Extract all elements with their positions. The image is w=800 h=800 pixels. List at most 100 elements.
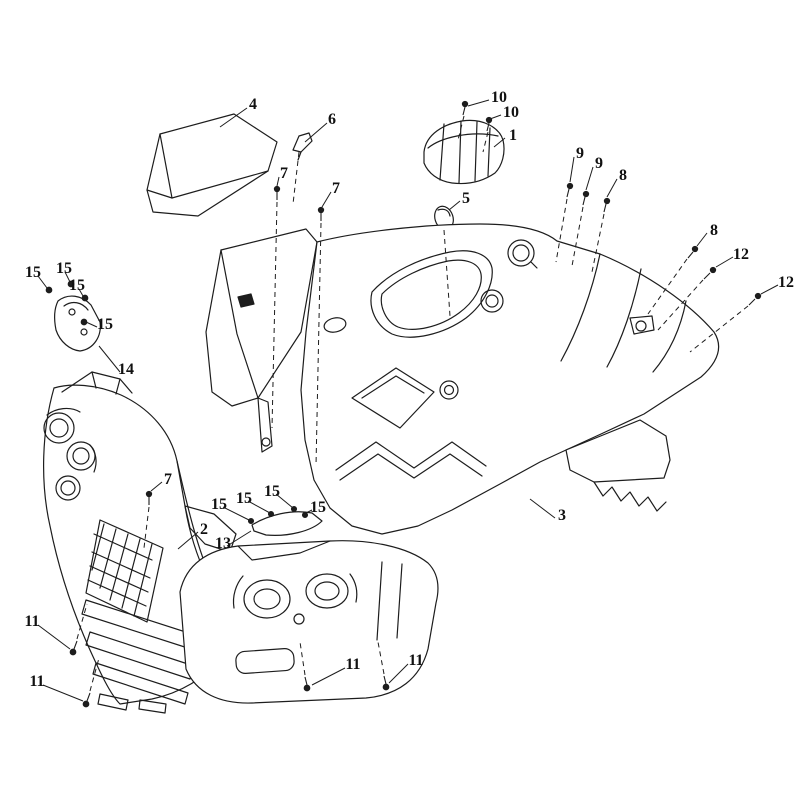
dashed-axis-line [482,131,489,153]
callout-label: 7 [280,165,288,182]
bumper-light [43,412,75,444]
leader-line [85,321,98,328]
leader-line [150,481,163,492]
callout-labels: 4 6 10 10 1 9 9 8 7 7 5 8 12 12 15 15 15… [24,89,794,690]
screw-icon [247,517,255,525]
callout-label: 2 [200,521,208,538]
grille-mesh [85,519,164,623]
screw-icon [67,280,75,288]
headlight-left [243,579,291,619]
leader-line [388,663,409,684]
fuel-cap [507,239,535,267]
callout-label: 3 [558,507,566,524]
callout-label: 9 [576,145,584,162]
skirt-teeth [565,419,671,512]
callout-label: 12 [733,246,749,263]
leader-line [177,531,199,550]
screw-icon [290,505,298,513]
dashed-axis-line [591,213,605,273]
leader-line [493,137,506,148]
screw-icon [603,197,611,213]
diagram-art [43,113,720,714]
dashed-axis-line [555,198,568,263]
leader-line [311,667,346,686]
bracket-6 [292,132,313,161]
front-grille-panel [179,540,439,704]
screw-icon [273,185,281,200]
assembly-axis-lines [76,115,749,692]
screw-icon [582,190,590,206]
headlight-right [305,573,349,609]
screw-icon [45,286,53,294]
air-intake-cover [423,119,505,185]
screw-icon [267,510,275,518]
callout-label: 15 [56,260,72,277]
screw-icon [81,294,89,302]
mount-bracket-14 [54,295,101,352]
dashed-axis-line [657,279,704,331]
screw-icon [303,676,311,692]
leader-line [467,99,490,107]
dashed-axis-line [647,258,688,315]
callout-label: 10 [503,104,519,121]
leader-line [222,506,250,521]
callout-label: 15 [97,316,113,333]
callout-label: 8 [619,167,627,184]
screw-icon [301,511,309,519]
leader-line [42,684,84,702]
screw-icon [317,206,325,221]
callout-label: 4 [249,96,257,113]
screw-icon [566,182,574,198]
leader-line [37,275,48,289]
leader-line [529,498,556,519]
leader-line [98,345,121,373]
leader-line [715,256,734,268]
callout-label: 7 [164,471,172,488]
leader-line [585,166,594,191]
leader-line [37,624,71,650]
dashed-axis-line [315,222,322,467]
callout-label: 15 [25,264,41,281]
leader-line [78,288,84,297]
callout-label: 15 [211,496,227,513]
leader-line [569,156,575,183]
leader-line [760,284,779,295]
vent-part-5 [434,205,454,231]
callout-label: 15 [310,499,326,516]
callout-label: 6 [328,111,336,128]
dashed-axis-line [377,641,385,675]
callout-label: 10 [491,89,507,106]
callout-label: 8 [710,222,718,239]
front-left-panel [205,228,318,453]
callout-label: 11 [408,652,423,669]
leader-line [219,107,248,128]
callout-label: 11 [29,673,44,690]
leader-line [64,271,71,283]
leader-line [321,191,332,208]
dashed-axis-line [457,115,465,141]
callout-label: 15 [264,483,280,500]
main-body-panel [300,223,720,535]
screw-icon [145,490,153,505]
leader-line [276,176,280,187]
dashed-axis-line [89,657,100,692]
leader-line [226,530,252,547]
leader-line [247,500,271,514]
fasteners [45,100,762,708]
dashed-axis-line [143,506,150,549]
dashed-axis-line [76,603,88,640]
leader-line [304,122,328,143]
screw-icon [748,292,762,306]
leader-line [696,232,708,247]
callout-label: 14 [118,361,134,378]
leader-line [606,178,618,198]
hood-panel [146,113,278,217]
screw-icon [82,692,91,708]
callout-label: 9 [595,155,603,172]
callout-label: 15 [69,277,85,294]
callout-label: 11 [24,613,39,630]
screw-icon [69,640,78,656]
leader-line [489,114,502,120]
